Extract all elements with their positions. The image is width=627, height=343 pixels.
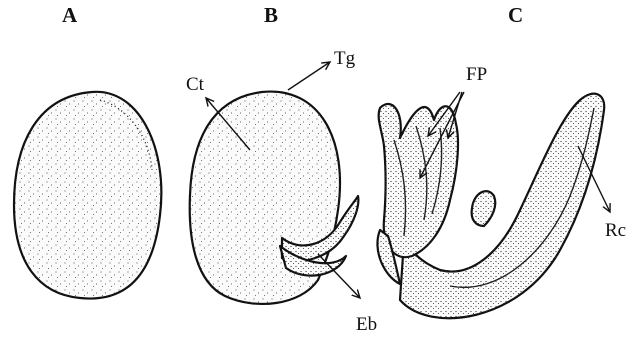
panel-letter-b: B — [264, 3, 278, 27]
label-tg: Tg — [334, 48, 356, 69]
seed-b-shape — [190, 92, 359, 304]
panel-letter-c: C — [508, 3, 523, 27]
panel-c: C FP Rc — [377, 3, 626, 318]
label-ct: Ct — [186, 74, 205, 95]
panel-a: A — [14, 3, 161, 299]
panel-letter-a: A — [62, 3, 78, 27]
label-rc: Rc — [605, 220, 626, 241]
label-eb: Eb — [356, 314, 377, 335]
panel-b: B Ct Tg Eb — [186, 3, 377, 335]
label-fp: FP — [466, 64, 487, 85]
seedling-c-shape — [377, 94, 604, 319]
seed-a-shape — [14, 92, 161, 299]
